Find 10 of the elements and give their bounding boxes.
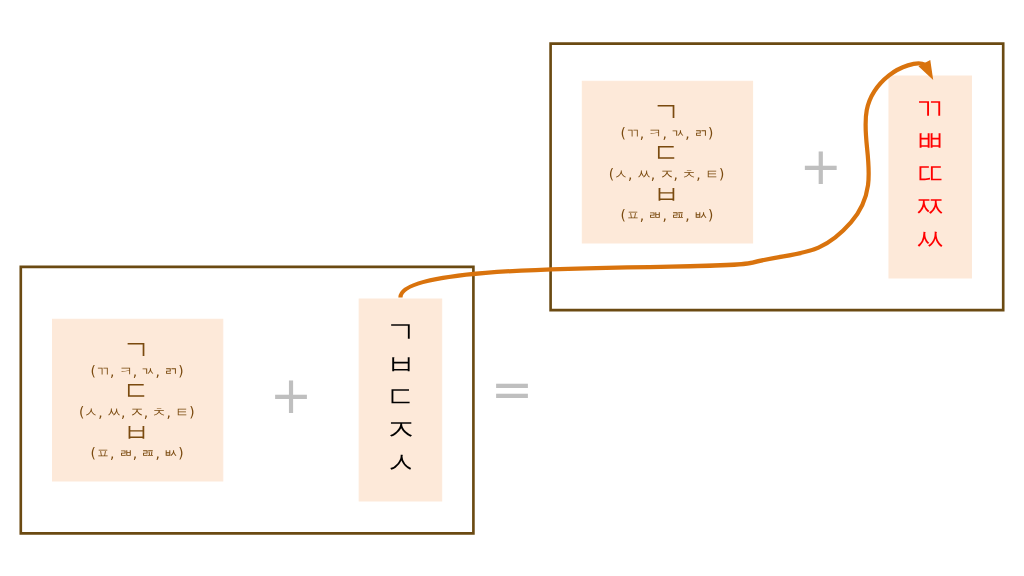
node-box: ㄱ ㅂ ㄷ ㅈ ㅅ: [358, 298, 443, 502]
label: =: [490, 359, 534, 419]
label: +: [269, 365, 313, 425]
label: +: [799, 136, 843, 196]
arrow: [398, 59, 934, 299]
cluster: [549, 41, 1005, 311]
node-box: ㄱ (ㄲ, ㅋ, ㄳ, ㄺ) ㄷ (ㅅ, ㅆ, ㅈ, ㅊ, ㅌ) ㅂ (ㅍ, ㄼ, ㄿ, ㅄ): [581, 80, 754, 244]
node-box: ㄱ (ㄲ, ㅋ, ㄳ, ㄺ) ㄷ (ㅅ, ㅆ, ㅈ, ㅊ, ㅌ) ㅂ (ㅍ, ㄼ, ㄿ, ㅄ): [52, 318, 224, 481]
node-box: ㄲ ㅃ ㄸ ㅉ ㅆ: [888, 74, 972, 278]
cluster: [19, 265, 475, 535]
